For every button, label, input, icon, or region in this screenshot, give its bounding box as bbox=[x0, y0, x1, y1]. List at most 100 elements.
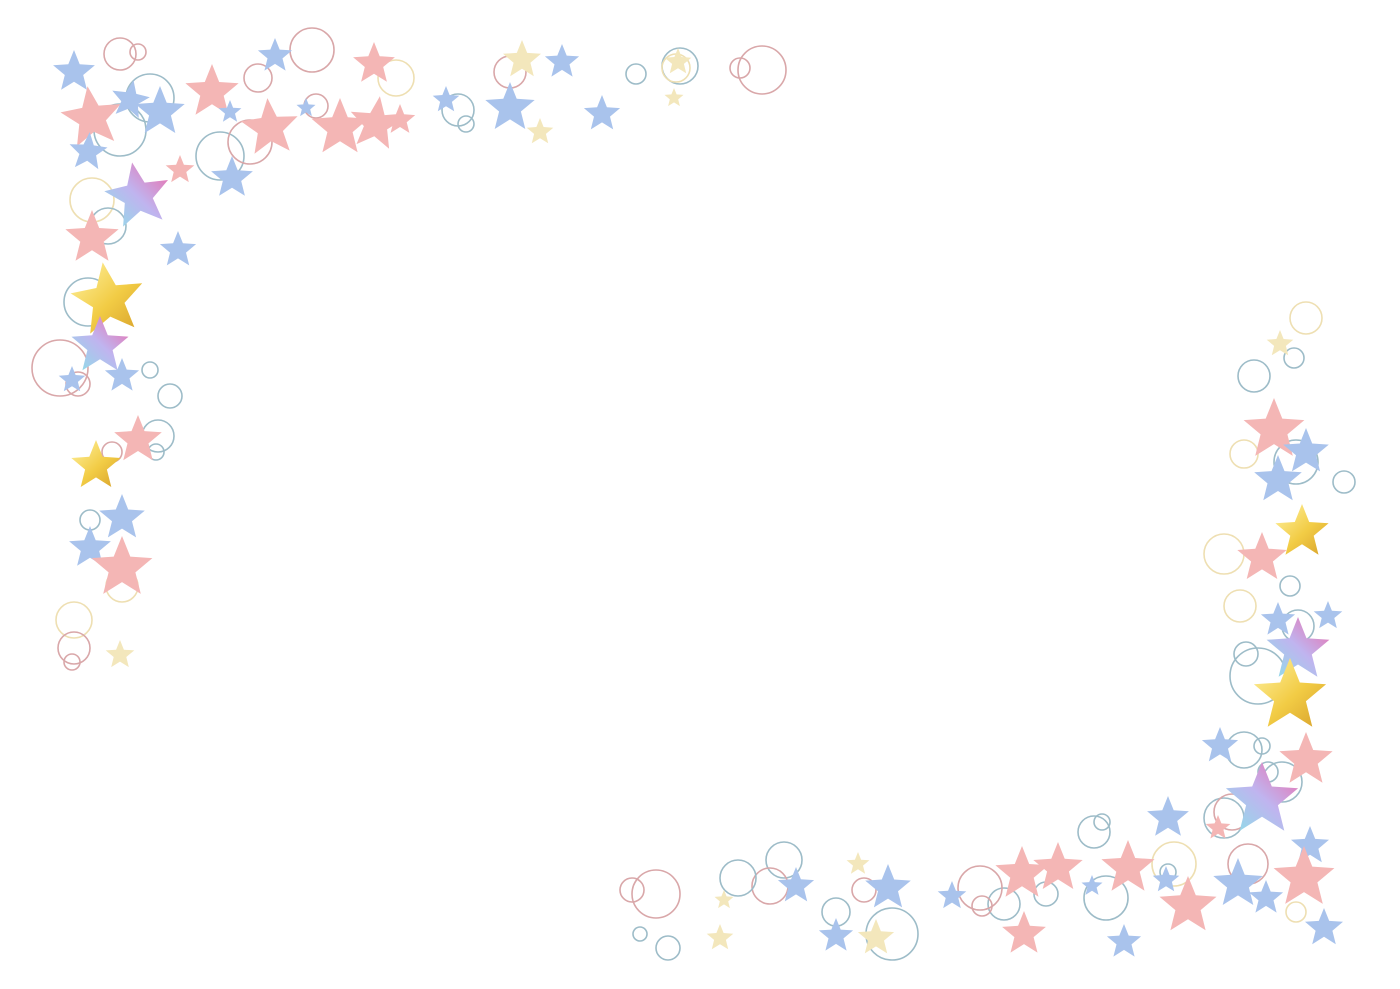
bubble-icon bbox=[1237, 359, 1271, 393]
star-icon bbox=[53, 50, 95, 90]
star-icon bbox=[1152, 866, 1180, 892]
star-icon bbox=[503, 40, 541, 77]
star-icon bbox=[1147, 796, 1189, 836]
bubble-icon bbox=[971, 895, 993, 917]
star-icon bbox=[165, 155, 195, 183]
star-icon bbox=[104, 162, 168, 227]
bubble-icon bbox=[987, 887, 1021, 921]
bubble-icon bbox=[129, 43, 147, 61]
star-icon bbox=[432, 86, 460, 112]
bubble-icon bbox=[957, 865, 1003, 911]
star-icon bbox=[114, 415, 162, 461]
bubble-icon bbox=[1223, 589, 1257, 623]
bubble-icon bbox=[1229, 439, 1259, 469]
star-icon bbox=[1101, 840, 1155, 891]
star-icon bbox=[664, 88, 684, 107]
star-icon bbox=[857, 919, 895, 954]
bubble-icon bbox=[57, 631, 91, 665]
bubble-icon bbox=[195, 131, 245, 181]
bubble-icon bbox=[55, 601, 93, 639]
star-icon bbox=[1275, 504, 1329, 555]
star-icon bbox=[353, 42, 395, 82]
bubble-icon bbox=[289, 27, 335, 73]
bubble-icon bbox=[1283, 347, 1305, 369]
bubble-icon bbox=[1285, 901, 1307, 923]
bubble-icon bbox=[157, 383, 183, 409]
bubble-icon bbox=[1332, 470, 1356, 494]
star-icon bbox=[296, 98, 316, 117]
star-icon bbox=[1291, 826, 1329, 863]
bubble-icon bbox=[1151, 841, 1197, 887]
bubble-icon bbox=[1203, 797, 1245, 839]
bubble-icon bbox=[751, 867, 789, 905]
star-icon bbox=[65, 210, 119, 261]
star-icon bbox=[1081, 875, 1103, 895]
star-icon bbox=[112, 80, 150, 118]
bubble-icon bbox=[103, 37, 137, 71]
star-icon bbox=[1260, 602, 1296, 635]
star-icon bbox=[211, 156, 253, 196]
bubble-icon bbox=[1093, 813, 1111, 831]
star-icon bbox=[706, 924, 734, 950]
bubble-icon bbox=[631, 869, 681, 919]
star-icon bbox=[350, 96, 404, 149]
bubble-icon bbox=[1289, 301, 1323, 335]
star-icon bbox=[583, 95, 621, 130]
bubble-icon bbox=[1233, 641, 1259, 667]
star-icon bbox=[104, 358, 140, 391]
bubble-icon bbox=[1279, 575, 1301, 597]
star-icon bbox=[995, 846, 1049, 897]
bubble-icon bbox=[765, 841, 803, 879]
bubble-icon bbox=[729, 57, 751, 79]
star-icon bbox=[1266, 330, 1294, 356]
star-icon bbox=[159, 231, 197, 266]
star-icon bbox=[1201, 727, 1239, 762]
star-icon bbox=[1243, 398, 1305, 456]
star-icon bbox=[937, 881, 967, 909]
bubble-icon bbox=[619, 877, 645, 903]
star-icon bbox=[70, 262, 143, 334]
star-icon bbox=[135, 86, 185, 133]
bubble-icon bbox=[1273, 439, 1319, 485]
star-icon bbox=[485, 82, 535, 129]
star-icon bbox=[1159, 876, 1217, 931]
bubble-icon bbox=[737, 45, 787, 95]
star-icon bbox=[1283, 428, 1329, 472]
star-icon bbox=[526, 118, 554, 144]
star-icon bbox=[1225, 762, 1299, 831]
star-icon bbox=[664, 48, 692, 74]
star-icon bbox=[257, 38, 293, 71]
star-icon bbox=[1033, 842, 1083, 889]
star-icon bbox=[544, 44, 580, 77]
star-icon bbox=[384, 104, 416, 133]
star-icon bbox=[58, 366, 86, 392]
bubble-icon bbox=[1077, 815, 1111, 849]
star-icon bbox=[1305, 908, 1343, 945]
bubble-icon bbox=[457, 115, 475, 133]
star-icon bbox=[1266, 617, 1330, 677]
star-icon bbox=[777, 867, 815, 902]
bubble-icon bbox=[719, 859, 757, 897]
star-icon bbox=[311, 98, 369, 153]
bubble-icon bbox=[1203, 533, 1245, 575]
star-icon bbox=[1313, 601, 1343, 629]
bubble-icon bbox=[851, 877, 877, 903]
star-icon bbox=[71, 316, 129, 371]
bubble-icon bbox=[63, 653, 81, 671]
bubble-icon bbox=[1225, 731, 1263, 769]
star-icon bbox=[240, 98, 298, 154]
star-icon bbox=[69, 132, 108, 170]
bubble-icon bbox=[632, 926, 648, 942]
star-icon bbox=[1253, 658, 1327, 727]
stars-layer bbox=[53, 38, 1343, 957]
bubble-icon bbox=[377, 59, 415, 97]
bubble-icon bbox=[31, 339, 89, 397]
star-icon bbox=[1106, 924, 1142, 957]
star-icon bbox=[818, 918, 854, 951]
star-icon bbox=[69, 526, 111, 566]
star-icon bbox=[60, 86, 121, 147]
bubble-icon bbox=[625, 63, 647, 85]
star-icon bbox=[714, 890, 734, 909]
star-icon bbox=[105, 640, 135, 668]
star-icon bbox=[99, 494, 145, 538]
